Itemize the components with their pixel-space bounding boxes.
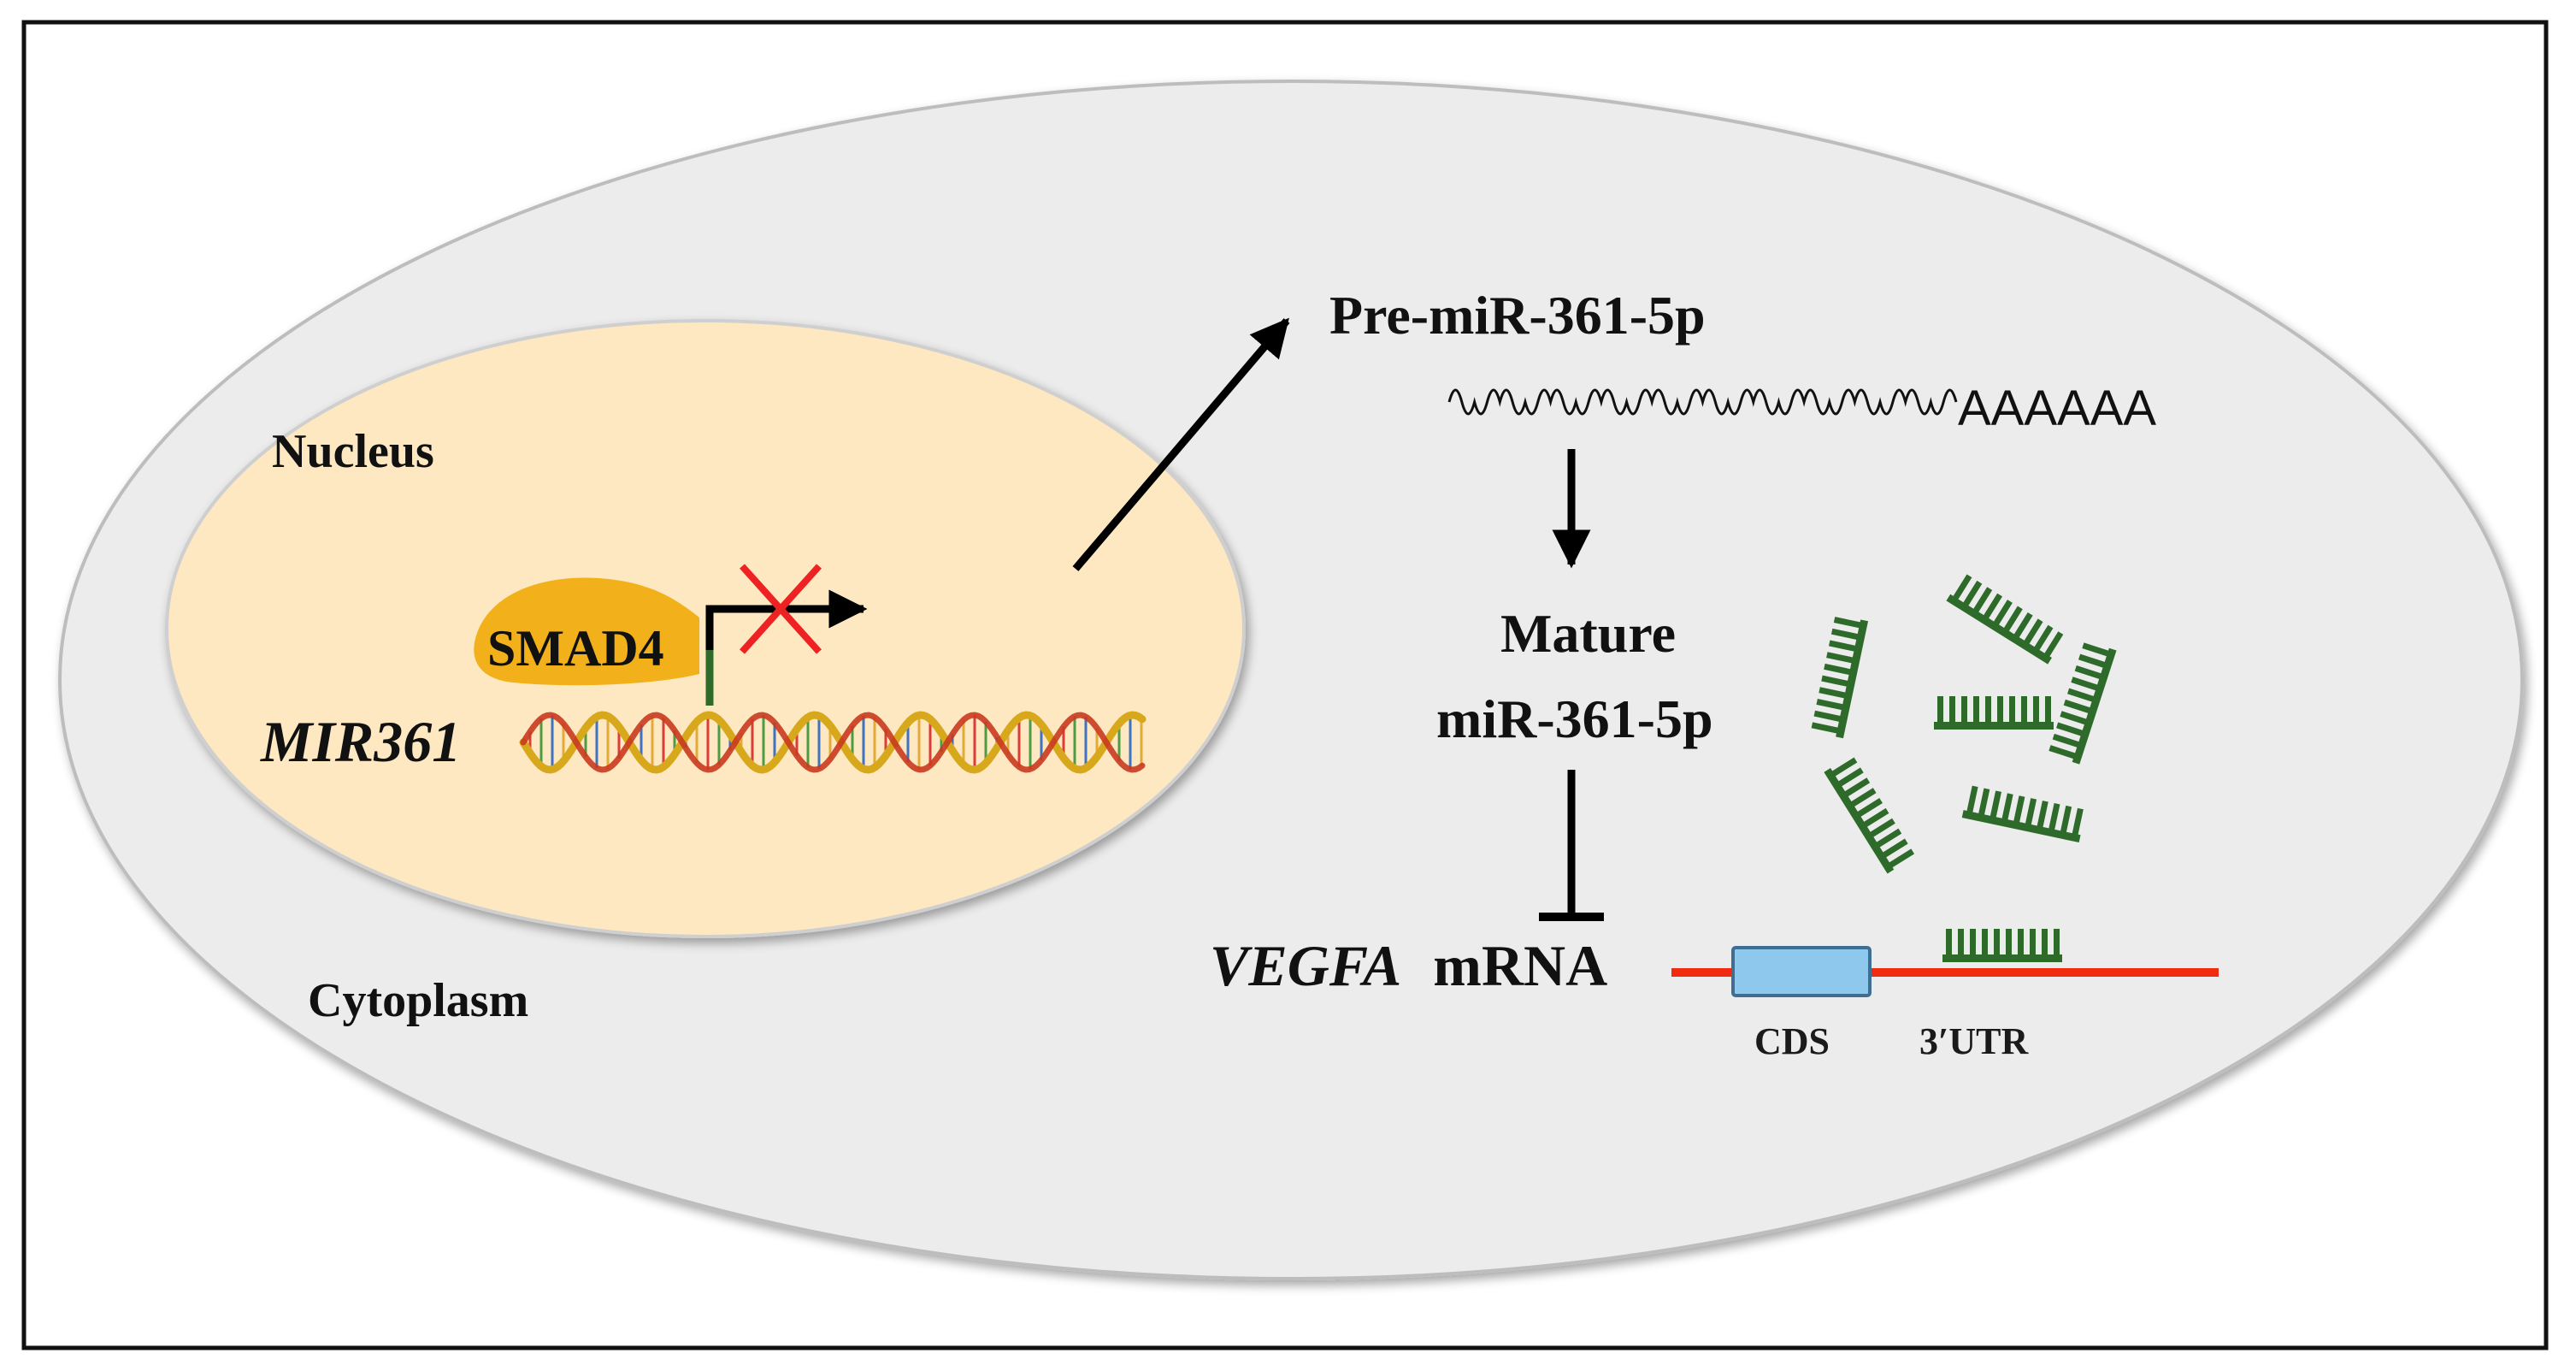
- pre-mirna-strand: [1447, 388, 1958, 416]
- mirna-cluster: [1811, 574, 2117, 962]
- gene-label: MIR361: [260, 709, 461, 774]
- mirna-duplex-icon: [1946, 574, 2064, 665]
- cds-label: CDS: [1754, 1020, 1830, 1062]
- poly-a-tail: AAAAAA: [1958, 381, 2156, 436]
- mirna-duplex-icon: [1942, 929, 2062, 962]
- cds-region: [1731, 946, 1872, 997]
- mature-label-line1: Mature: [1500, 603, 1676, 664]
- pre-mirna-label: Pre-miR-361-5p: [1329, 285, 1706, 346]
- mirna-duplex-icon: [1824, 757, 1915, 874]
- target-gene-suffix: mRNA: [1433, 933, 1607, 998]
- dna-double-helix-icon: [519, 711, 1147, 774]
- red-x-icon: [740, 564, 822, 654]
- utr-label: 3′UTR: [1919, 1020, 2029, 1062]
- target-mrna-label: VEGFA mRNA: [1210, 933, 1607, 998]
- mirna-duplex-icon: [2048, 642, 2117, 765]
- mirna-duplex-icon: [1811, 617, 1869, 739]
- mirna-duplex-icon: [1934, 696, 2054, 730]
- mirna-duplex-icon: [1961, 785, 2084, 843]
- figure-frame: [21, 20, 2549, 1350]
- nucleus-label: Nucleus: [272, 425, 434, 478]
- export-arrow: [1072, 317, 1290, 571]
- mature-label-line2: miR-361-5p: [1436, 688, 1713, 749]
- cytoplasm-label: Cytoplasm: [308, 974, 528, 1027]
- smad4-label: SMAD4: [487, 620, 664, 677]
- nucleus: [165, 319, 1246, 938]
- target-gene-name: VEGFA: [1210, 933, 1401, 998]
- smad4-protein: [474, 577, 699, 686]
